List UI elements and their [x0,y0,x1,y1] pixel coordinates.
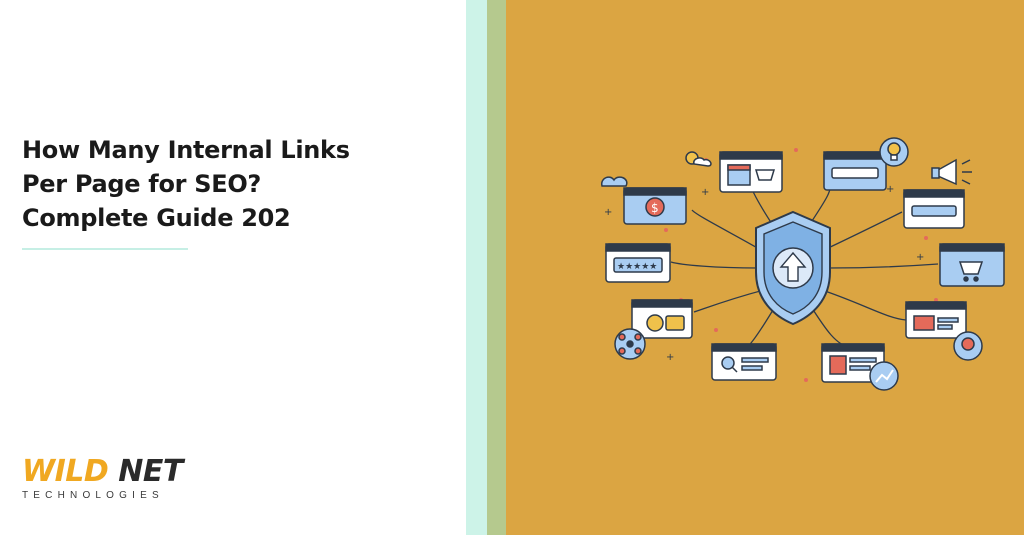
seo-links-illustration: + + + + + [601,137,1005,391]
lightbulb-icon [879,137,909,167]
logo-main: WILD [22,454,109,489]
search-field-card-icon [903,189,965,229]
badges [601,137,983,391]
network-icon [614,328,646,360]
title-line-3: Complete Guide 202 [22,204,291,232]
brand-logo[interactable]: WILD NET TECHNOLOGIES [22,456,212,506]
logo-subtitle: TECHNOLOGIES [22,490,164,501]
megaphone-icon [931,158,972,186]
decorative-stripe-sage [487,0,506,535]
svg-text:★★★★★: ★★★★★ [617,262,657,272]
plus-marks: + + + + + [604,184,924,363]
coins-card-icon [631,299,693,339]
svg-text:+: + [604,207,612,218]
page-title: How Many Internal Links Per Page for SEO… [22,133,442,235]
decorative-stripe-mint [466,0,487,535]
title-line-2: Per Page for SEO? [22,170,262,198]
search-bar-card-icon [823,151,887,191]
award-icon [953,331,983,361]
cloud-icon [601,176,628,187]
left-panel: How Many Internal Links Per Page for SEO… [0,0,466,535]
title-line-1: How Many Internal Links [22,136,350,164]
svg-text:+: + [666,352,674,363]
cart-card-icon [939,243,1005,287]
title-underline [22,248,188,250]
store-card-icon [719,151,783,193]
svg-text:+: + [916,252,924,263]
svg-text:+: + [886,184,894,195]
svg-text:$: $ [651,201,659,215]
media-card-icon [905,301,967,339]
sun-cloud-icon [685,151,712,167]
logo-wordmark: WILD NET [22,456,212,488]
svg-text:+: + [701,187,709,198]
star-rating-card-icon: ★★★★★ [605,243,671,283]
cards: $ ★★★★★ [605,151,1005,383]
dollar-card-icon: $ [623,187,687,225]
growth-chart-icon [869,361,899,391]
magnifier-card-icon [711,343,777,381]
illustration-panel: + + + + + [506,0,1024,535]
logo-second: NET [118,454,183,489]
shield-upload-icon [755,210,831,326]
